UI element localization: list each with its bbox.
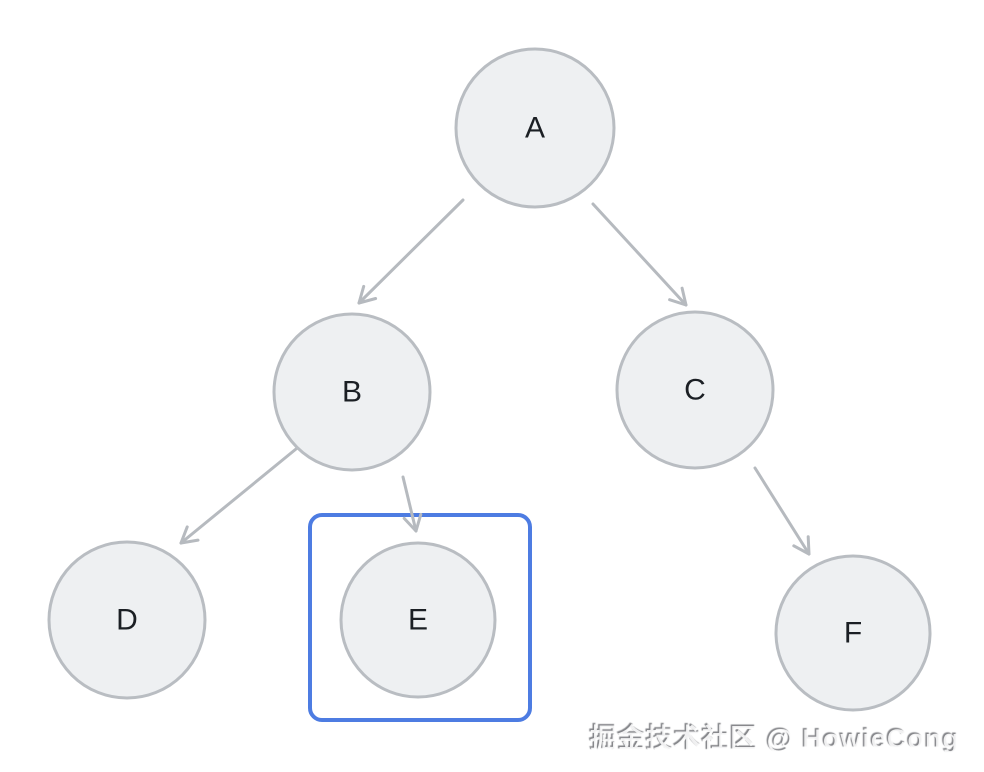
arrowhead-icon [179,525,200,545]
tree-node-circle-C [615,310,775,470]
edge-A-B [357,198,465,305]
arrowhead-icon [402,512,423,533]
tree-node-label-D: D [116,604,138,637]
tree-node-A: A [454,47,616,209]
tree-node-label-F: F [844,617,862,650]
tree-node-label-A: A [525,112,545,145]
tree-node-circle-B [272,312,432,472]
edge-C-F [753,466,811,556]
tree-node-circle-D [47,540,207,700]
tree-node-D: D [47,540,207,700]
tree-node-label-B: B [342,376,362,409]
edge-B-D [179,447,298,545]
edge-line-A-C [591,202,688,307]
edge-line-C-F [753,466,811,556]
edge-line-B-D [179,447,298,545]
watermark-text: 掘金技术社区 @ HowieCong [590,724,960,754]
tree-node-circle-E [339,541,497,699]
arrowhead-icon [668,286,688,307]
edge-A-C [591,202,688,307]
tree-node-C: C [615,310,775,470]
tree-node-label-E: E [408,604,428,637]
edge-B-E [401,475,423,533]
tree-node-F: F [774,554,932,712]
edge-line-B-E [401,475,418,533]
edge-line-A-B [357,198,465,305]
tree-node-label-C: C [684,374,706,407]
arrowhead-icon [357,284,378,305]
tree-node-circle-A [454,47,616,209]
tree-node-B: B [272,312,432,472]
arrowhead-icon [792,535,811,556]
tree-node-E: E [339,541,497,699]
tree-node-circle-F [774,554,932,712]
